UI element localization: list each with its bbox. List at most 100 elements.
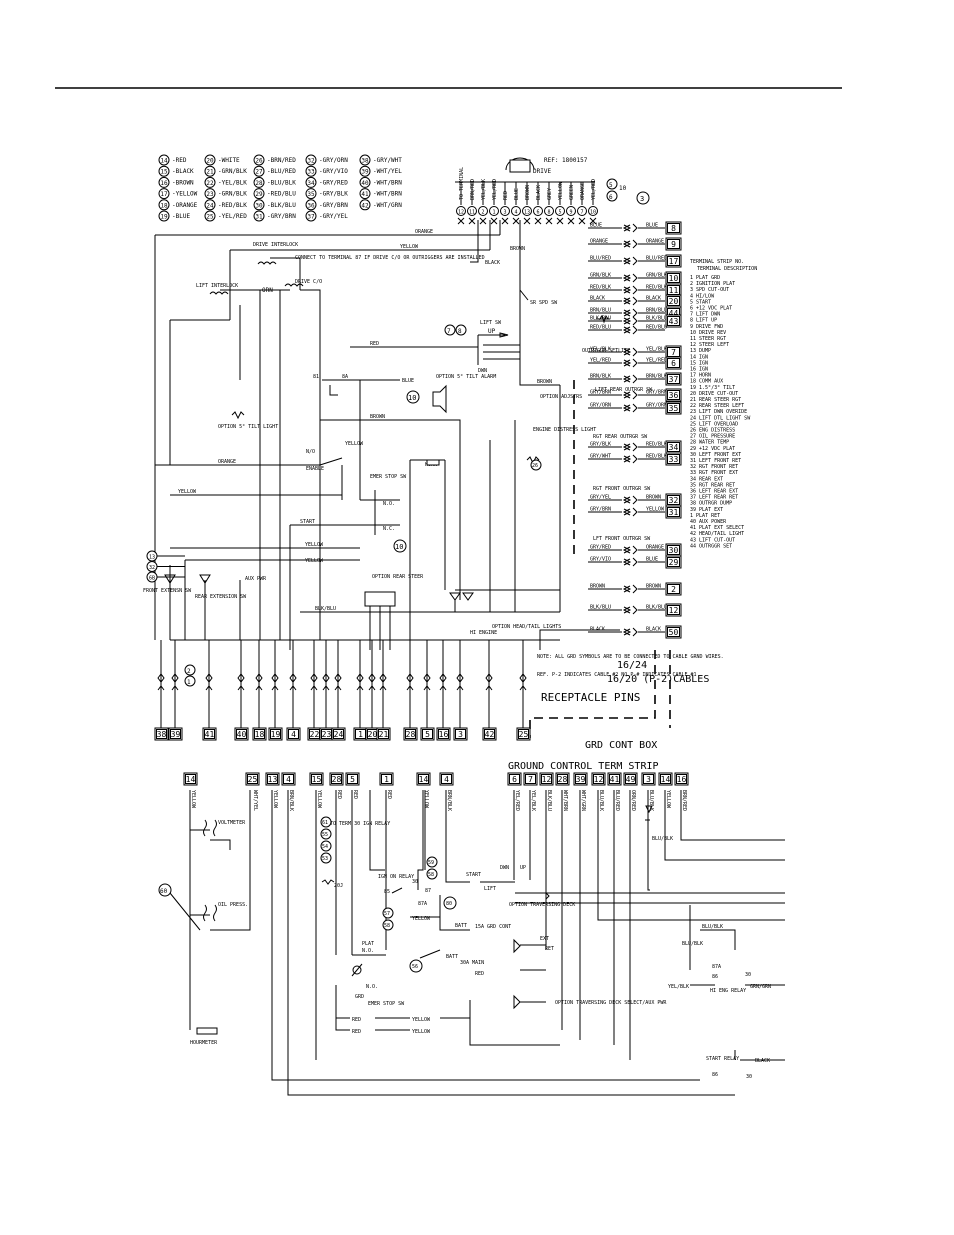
wire-label-red-3: RED [475, 971, 484, 977]
legend-num-42-num: 42 [361, 202, 369, 209]
legend-num-28-num: 28 [255, 180, 263, 187]
rgt-rear-outrigger-label: RGT REAR OUTRGR SW [593, 434, 648, 440]
wire-label-red-2: RED [352, 1029, 361, 1035]
rt-out-16: BROWN [646, 495, 661, 501]
term-desc-19: 20 DRIVE CUT-OUT [690, 391, 738, 397]
drive-pin-1: 1 [489, 206, 499, 216]
outrigger-setlite-label: OUTRIGGR SETLITE [582, 348, 630, 354]
legend-num-36: 36 [305, 199, 317, 211]
bottom-term-6-num: 4 [291, 730, 296, 739]
term-desc-8: 9 DRIVE FWD [690, 324, 723, 330]
term-desc-10: 11 STEER RGT [690, 336, 726, 342]
legend-num-32: 32 [305, 154, 317, 166]
drive-pin-7-num: 7 [580, 210, 583, 216]
rt-term-9-num: 7 [671, 348, 676, 357]
legend-color-21: -GRY/BLK [319, 191, 348, 198]
bottom-term-15: 16 [436, 727, 451, 741]
legend-num-35: 35 [305, 188, 317, 200]
start-relay-label: START RELAY [706, 1056, 739, 1062]
terminal-strip-no-header: TERMINAL STRIP NO. [690, 259, 744, 265]
legend-num-33: 33 [305, 165, 317, 177]
rgt-front-outrigger-label: RGT FRONT OUTRGR SW [593, 486, 651, 492]
drive-ref-label: REF: 1800157 [544, 157, 588, 164]
bottom-term-4-num: 18 [255, 730, 265, 739]
bottom-term-17: 42 [482, 727, 497, 741]
drive-pin-9-num: 9 [569, 210, 572, 216]
rt-term-12: 36 [665, 388, 682, 402]
bottom-term-1-num: 39 [171, 730, 181, 739]
term-desc-6: 7 LIFT DWN [690, 312, 720, 318]
wire-label-yel-blk: YEL/BLK [668, 984, 689, 990]
relay-87a: 87A [418, 901, 427, 907]
rt-term-0: 8 [665, 221, 682, 235]
lower-term-3-num: 4 [286, 775, 291, 784]
lower-wire-19: YELLOW [665, 790, 671, 809]
lower-term-7: 1 [379, 772, 394, 786]
lower-term-19: 14 [658, 772, 673, 786]
legend-num-18-num: 18 [160, 202, 168, 209]
drive-pin-wire-3: YEL/RED [492, 179, 498, 200]
rt-out-13: GRY/ORN [646, 403, 667, 409]
term-desc-4: 5 START [690, 299, 711, 305]
bottom-term-2-num: 41 [205, 730, 215, 739]
option-5tilt-light-label: OPTION 5° TILT LIGHT [218, 424, 278, 430]
term-desc-37: 38 OUTRGR DUMP [690, 501, 732, 507]
legend-num-23-num: 23 [206, 191, 214, 198]
legend-color-5: -BLUE [172, 213, 190, 220]
callout-2: 2 [187, 668, 191, 675]
legend-color-20: -GRY/RED [319, 179, 348, 186]
callout-53: 53 [322, 856, 328, 862]
wire-label-yellow-left: YELLOW [178, 489, 197, 495]
bottom-term-9-num: 24 [334, 730, 344, 739]
drive-pin-7: 7 [577, 206, 587, 216]
rt-out-7: BLK/BLU [646, 316, 667, 322]
oil-press-label: OIL PRESS. [218, 902, 248, 908]
ref-20j: 20J [334, 883, 343, 889]
lower-term-8: 14 [416, 772, 431, 786]
callout-3: 3 [640, 195, 644, 203]
note-text: NOTE: ALL GRD SYMBOLS ARE TO BE CONNECTE… [537, 654, 724, 660]
legend-num-38: 38 [359, 154, 371, 166]
rt-out-8: RED/BLU [646, 325, 667, 331]
lower-term-2-num: 13 [268, 775, 278, 784]
term-desc-40: 40 AUX POWER [690, 519, 727, 525]
batt-label-30: BATT [446, 954, 458, 960]
term-desc-21: 22 REAR STEER LEFT [690, 403, 744, 409]
legend-color-2: -BROWN [172, 179, 194, 186]
legend-num-36-num: 36 [307, 202, 315, 209]
lower-term-10-num: 6 [512, 775, 517, 784]
bottom-term-0: 38 [154, 727, 169, 741]
drive-pin-10-num: 10 [590, 210, 596, 216]
legend-num-20: 20 [204, 154, 216, 166]
nc-label: N.C. [383, 526, 395, 532]
lower-wire-4: YELLOW [316, 790, 322, 809]
callout-59: 59 [428, 860, 434, 866]
bottom-term-0-num: 38 [157, 730, 167, 739]
rt-out-21: BLK/BLU [646, 605, 667, 611]
term-desc-14: 15 IGN [690, 360, 708, 366]
lft-front-outrigger-label: LFT FRONT OUTRGR SW [593, 536, 651, 542]
legend-num-23: 23 [204, 188, 216, 200]
bottom-term-5-num: 19 [271, 730, 281, 739]
rt-out-6: BRN/BLU [646, 308, 667, 314]
batt-30a-label: 30A MAIN [460, 960, 484, 966]
legend-color-13: -BLU/RED [267, 168, 296, 175]
bottom-term-12: 21 [376, 727, 391, 741]
ret-lower: RET [545, 946, 554, 952]
lower-term-13: 28 [555, 772, 570, 786]
rt-term-18: 30 [665, 543, 682, 557]
left-stack-1-num: 32 [149, 565, 155, 571]
lower-term-4-num: 15 [312, 775, 322, 784]
rt-term-20: 2 [665, 582, 682, 596]
wire-label-yellow-3: YELLOW [412, 1017, 431, 1023]
lower-term-12: 12 [539, 772, 554, 786]
left-stack-0: 13 [146, 550, 158, 562]
drive-pin-wire-11: ORANGE [580, 182, 586, 200]
legend-num-40: 40 [359, 176, 371, 188]
rt-wire-12: GRY/BRN [590, 390, 611, 396]
drive-co-label: DRIVE C/O [295, 279, 322, 285]
lower-term-15: 12 [591, 772, 606, 786]
callout-80: 80 [446, 901, 452, 907]
legend-num-17-num: 17 [160, 191, 168, 198]
